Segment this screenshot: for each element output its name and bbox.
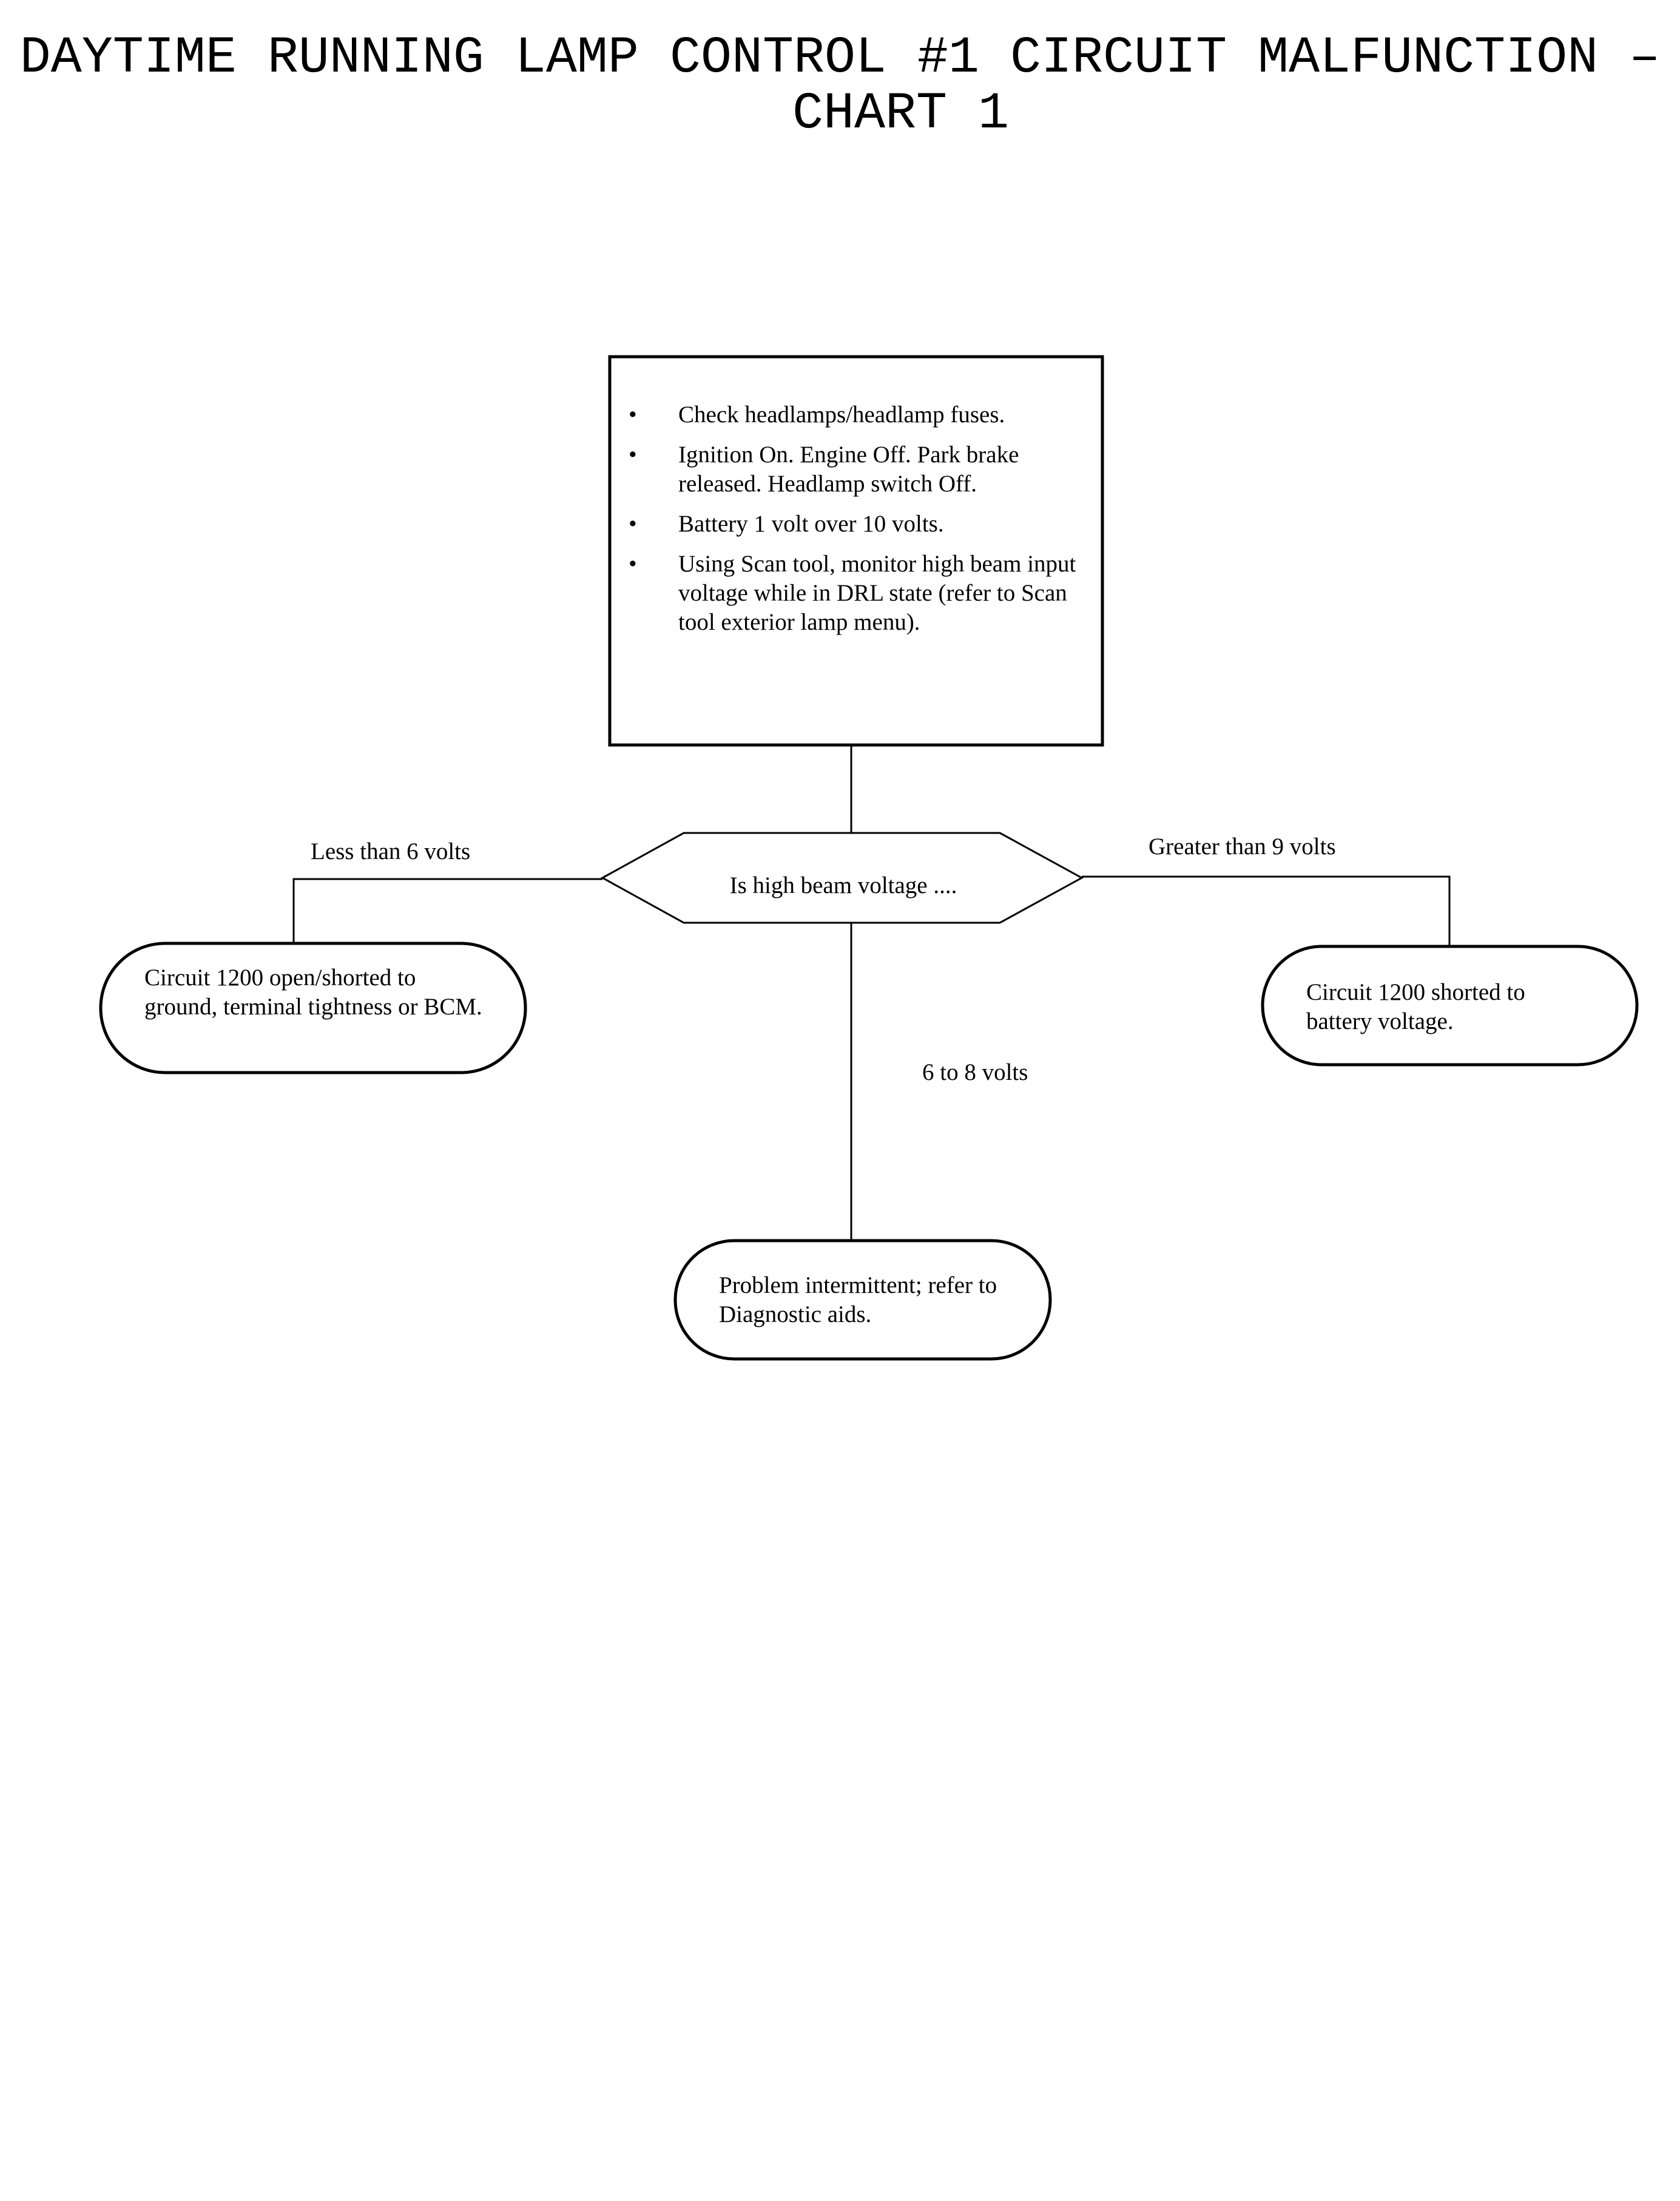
decision-hexagon <box>600 832 1084 924</box>
decision-text: Is high beam voltage .... <box>729 872 957 898</box>
page-title: DAYTIME RUNNING LAMP CONTROL #1 CIRCUIT … <box>0 30 1680 142</box>
branch-label-left: Less than 6 volts <box>311 838 471 865</box>
branch-label-down: 6 to 8 volts <box>922 1059 1028 1085</box>
outcome-right-terminal <box>1261 945 1639 1067</box>
title-line-2: CHART 1 <box>792 84 1010 143</box>
start-steps-list: Check headlamps/headlamp fuses. Ignition… <box>619 400 1080 637</box>
title-line-1: DAYTIME RUNNING LAMP CONTROL #1 CIRCUIT … <box>19 29 1661 87</box>
connector-right-branch <box>1082 875 1451 946</box>
step-item: Check headlamps/headlamp fuses. <box>619 400 1080 430</box>
step-item: Using Scan tool, monitor high beam input… <box>619 550 1080 637</box>
outcome-left-text: Circuit 1200 open/shorted to ground, ter… <box>144 965 482 1020</box>
outcome-left-terminal <box>99 942 527 1074</box>
start-box-content: Check headlamps/headlamp fuses. Ignition… <box>619 400 1080 648</box>
outcome-bottom-text: Problem intermittent; refer to Diagnosti… <box>719 1272 997 1327</box>
step-item: Battery 1 volt over 10 volts. <box>619 510 1080 539</box>
branch-label-right: Greater than 9 volts <box>1149 834 1336 860</box>
outcome-right-text: Circuit 1200 shorted to battery voltage. <box>1306 979 1525 1034</box>
outcome-bottom-terminal <box>673 1239 1052 1361</box>
connector-left-branch <box>292 878 602 943</box>
step-item: Ignition On. Engine Off. Park brake rele… <box>619 440 1080 499</box>
start-box <box>608 355 1104 747</box>
